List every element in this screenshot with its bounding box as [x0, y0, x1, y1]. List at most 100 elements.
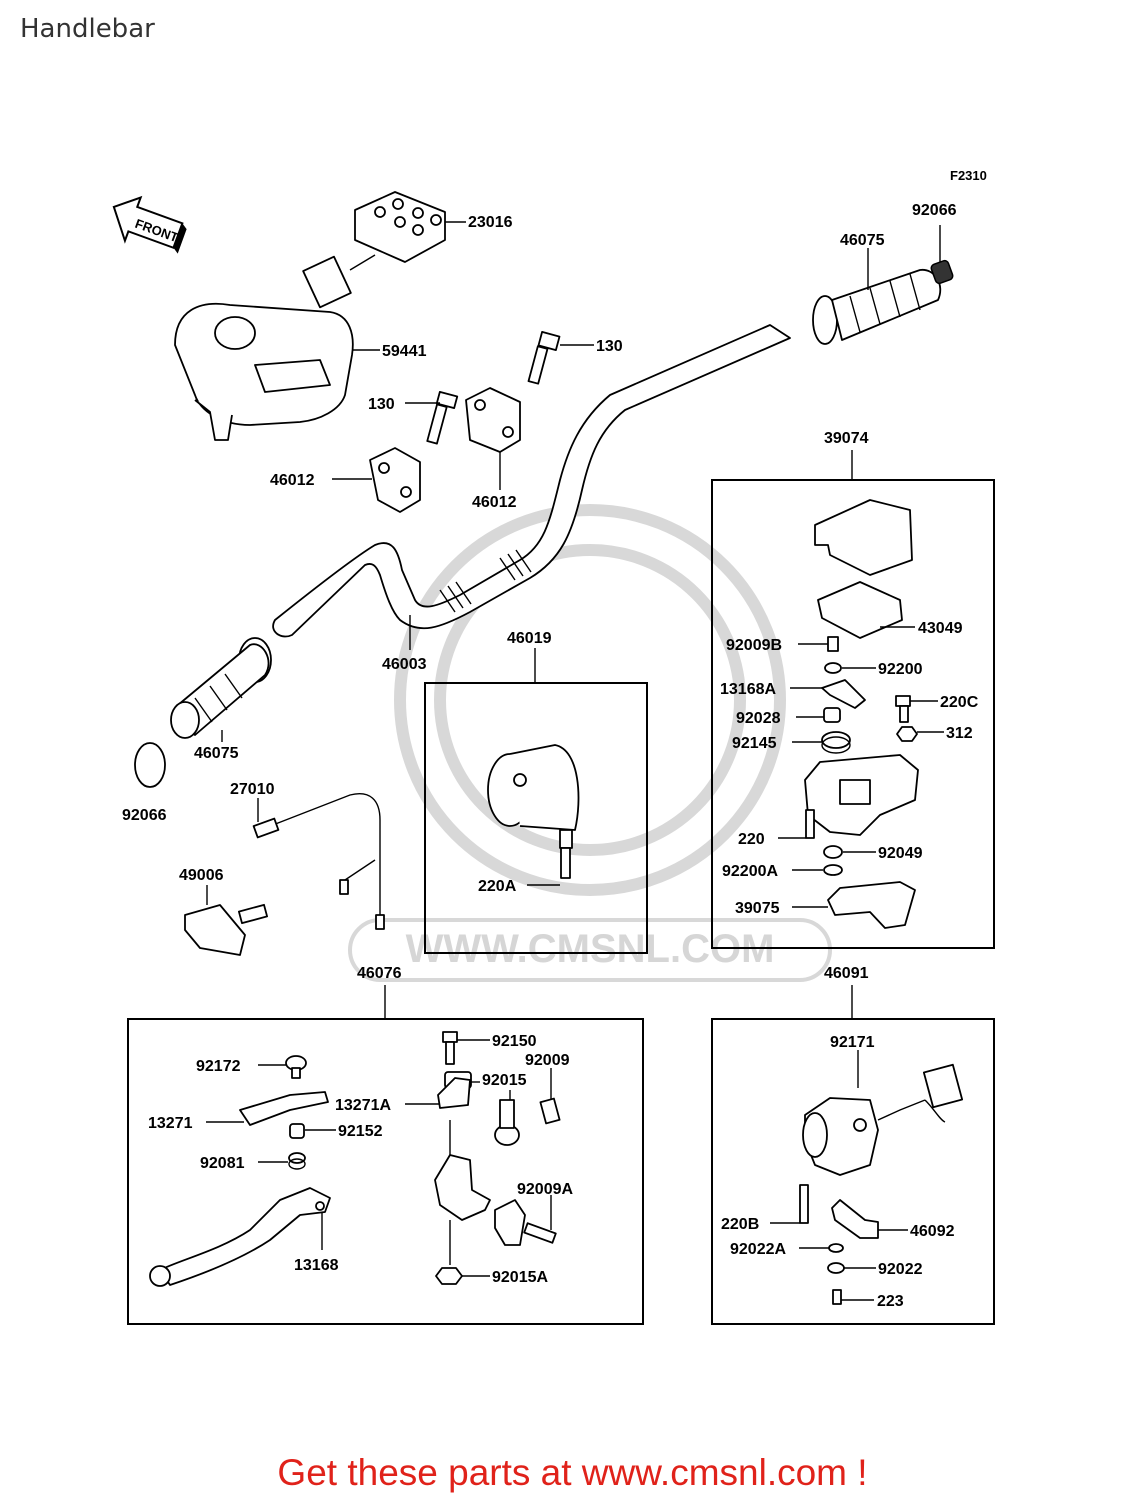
- part-39075-lever: [827, 881, 916, 929]
- label-220: 220: [738, 831, 765, 848]
- label-92022: 92022: [878, 1261, 923, 1278]
- part-92066-plug-right: [930, 259, 954, 285]
- front-arrow-icon: FRONT: [112, 195, 187, 254]
- label-92009B: 92009B: [726, 637, 782, 654]
- part-92200-washer: [824, 662, 842, 674]
- label-92152: 92152: [338, 1123, 383, 1140]
- label-39075: 39075: [735, 900, 780, 917]
- label-46012-left: 46012: [270, 472, 315, 489]
- label-92066-left: 92066: [122, 807, 167, 824]
- label-220A: 220A: [478, 878, 517, 895]
- label-46019: 46019: [507, 630, 552, 647]
- part-13168-clutch-lever: [149, 1187, 331, 1287]
- label-92200: 92200: [878, 661, 923, 678]
- part-27010-cable: [252, 793, 385, 930]
- part-46075-grip-right: [812, 269, 942, 345]
- label-92150: 92150: [492, 1033, 537, 1050]
- label-92049: 92049: [878, 845, 923, 862]
- parts-diagram: WWW.CMSNL.COM F2310 FRONT 23016 59441 13…: [112, 168, 995, 1325]
- part-59441-cover: [174, 302, 354, 441]
- part-92081-spring: [288, 1152, 306, 1170]
- part-23016-connector: [302, 191, 466, 309]
- part-13271-bracket: [239, 1091, 329, 1126]
- part-46092-lever: [831, 1199, 879, 1239]
- label-46012-right: 46012: [472, 494, 517, 511]
- label-220B: 220B: [721, 1216, 759, 1233]
- label-46003: 46003: [382, 656, 427, 673]
- label-220C: 220C: [940, 694, 979, 711]
- part-130-bolt-left: [426, 390, 459, 445]
- part-220B-screw: [799, 1184, 809, 1224]
- part-130-bolt-right: [527, 331, 561, 385]
- part-49006-switch: [184, 903, 269, 956]
- part-92172-screw: [285, 1055, 307, 1079]
- part-92200A-washer: [823, 864, 843, 876]
- part-46076-lever-holder: [434, 1120, 526, 1265]
- part-92152-bushing: [289, 1123, 305, 1139]
- label-92022A: 92022A: [730, 1241, 786, 1258]
- part-92009B-screw: [827, 636, 839, 652]
- part-92066-plug-left: [134, 742, 166, 788]
- part-13271A-plate: [437, 1077, 471, 1109]
- label-92200A: 92200A: [722, 863, 778, 880]
- label-223: 223: [877, 1293, 904, 1310]
- label-46075-right: 46075: [840, 232, 885, 249]
- part-46012-clamp-left: [369, 447, 421, 513]
- part-39074-throttle-cover: [814, 499, 913, 576]
- part-46019-switch-housing: [487, 744, 580, 879]
- label-13271: 13271: [148, 1115, 193, 1132]
- label-92015A: 92015A: [492, 1269, 548, 1286]
- group-39074-box: [711, 479, 995, 949]
- group-46076-box: [127, 1018, 644, 1325]
- part-220-screw: [805, 809, 815, 839]
- diagram-code: F2310: [950, 168, 987, 183]
- part-13168A-lever: [821, 679, 866, 709]
- label-13168A: 13168A: [720, 681, 776, 698]
- label-312: 312: [946, 725, 973, 742]
- label-92009: 92009: [525, 1052, 570, 1069]
- label-92028: 92028: [736, 710, 781, 727]
- label-46075-left: 46075: [194, 745, 239, 762]
- part-92150-bolt: [442, 1031, 458, 1065]
- part-43049-pad: [817, 581, 903, 639]
- part-92145-spring: [821, 731, 851, 754]
- part-223-screw: [832, 1289, 842, 1305]
- part-46091-switch-housing: [802, 1063, 964, 1176]
- label-49006: 49006: [179, 867, 224, 884]
- group-46091-box: [711, 1018, 995, 1325]
- label-92145: 92145: [732, 735, 777, 752]
- label-92171: 92171: [830, 1034, 875, 1051]
- part-92028-collar: [823, 707, 841, 723]
- label-13271A: 13271A: [335, 1097, 391, 1114]
- label-92066-right: 92066: [912, 202, 957, 219]
- part-92009-screw: [539, 1097, 561, 1125]
- part-92015A-nut: [435, 1267, 463, 1285]
- label-13168: 13168: [294, 1257, 339, 1274]
- label-39074: 39074: [824, 430, 869, 447]
- group-46019-box: [424, 682, 648, 954]
- part-92049-seal: [823, 845, 843, 859]
- label-23016: 23016: [468, 214, 513, 231]
- part-39074-throttle-housing: [804, 754, 919, 836]
- watermark: WWW.CMSNL.COM: [348, 504, 832, 982]
- label-92172: 92172: [196, 1058, 241, 1075]
- part-46075-grip-left: [170, 637, 272, 739]
- label-46091: 46091: [824, 965, 869, 982]
- part-92015-adjuster: [494, 1099, 520, 1146]
- label-92081: 92081: [200, 1155, 245, 1172]
- page-title: Handlebar: [20, 14, 155, 44]
- label-59441: 59441: [382, 343, 427, 360]
- label-92009A: 92009A: [517, 1181, 573, 1198]
- part-92009A-screw: [523, 1222, 557, 1244]
- label-92015: 92015: [482, 1072, 527, 1089]
- part-92022-washer: [827, 1262, 845, 1274]
- label-27010: 27010: [230, 781, 275, 798]
- label-46076: 46076: [357, 965, 402, 982]
- footer-promo-link[interactable]: Get these parts at www.cmsnl.com !: [277, 1452, 868, 1493]
- part-312-nut: [896, 726, 918, 742]
- part-220C-screw: [895, 695, 911, 723]
- label-130-left: 130: [368, 396, 395, 413]
- part-92022A-washer: [828, 1243, 844, 1253]
- part-46012-clamp-right: [465, 387, 521, 453]
- label-43049: 43049: [918, 620, 963, 637]
